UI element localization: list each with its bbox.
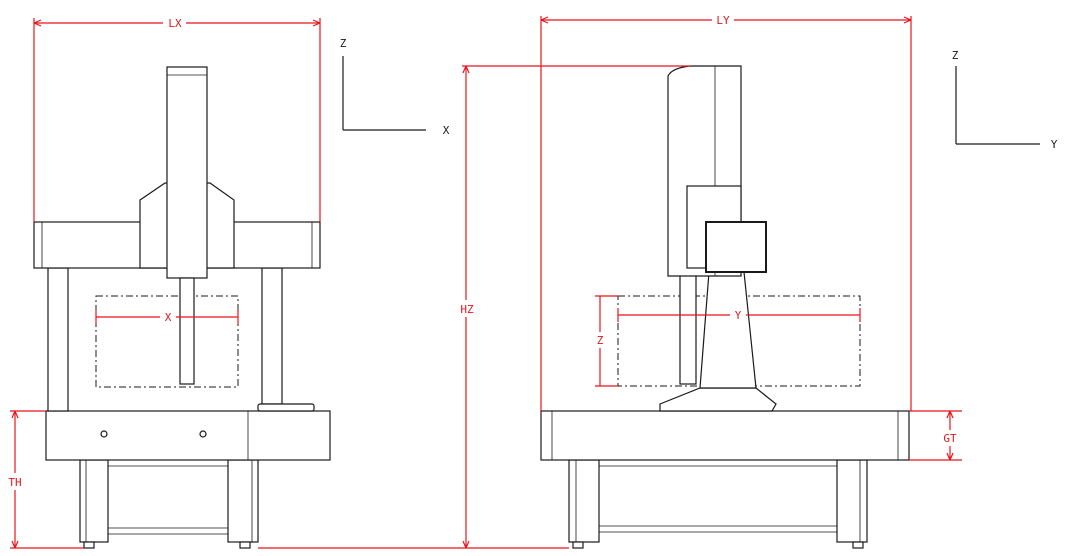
front-axis-indicator: Z X — [340, 37, 450, 137]
label-x: X — [165, 311, 172, 324]
dimension-z — [595, 295, 618, 387]
dimension-hz — [258, 65, 690, 549]
dimension-th — [10, 410, 84, 549]
label-th: TH — [8, 476, 21, 489]
side-view — [540, 65, 910, 549]
label-hz: HZ — [460, 303, 474, 316]
dimension-y — [617, 308, 861, 322]
label-z: Z — [597, 334, 604, 347]
side-axis-indicator: Z Y — [952, 49, 1058, 151]
dimension-labels: LX X TH HZ LY Y Z GT — [8, 14, 957, 489]
front-axis-z-label: Z — [340, 37, 347, 50]
front-axis-x-label: X — [443, 124, 450, 137]
dimension-ly — [540, 16, 912, 411]
dimension-lx — [33, 18, 321, 222]
front-measuring-volume — [95, 295, 239, 388]
side-stand — [568, 459, 868, 549]
label-gt: GT — [943, 432, 957, 445]
dimension-x — [95, 310, 239, 324]
front-granite-table — [45, 410, 331, 461]
label-y: Y — [735, 309, 742, 322]
side-bridge-leg — [659, 269, 777, 412]
side-z-ram — [667, 65, 767, 277]
front-z-ram — [166, 66, 208, 385]
label-ly: LY — [716, 14, 730, 27]
side-axis-z-label: Z — [952, 49, 959, 62]
side-granite-table — [540, 410, 910, 461]
label-lx: LX — [168, 17, 182, 30]
side-axis-y-label: Y — [1051, 138, 1058, 151]
dimension-lines — [10, 16, 962, 549]
front-stand — [79, 459, 259, 549]
front-view — [33, 66, 331, 549]
dimension-gt — [909, 410, 962, 461]
